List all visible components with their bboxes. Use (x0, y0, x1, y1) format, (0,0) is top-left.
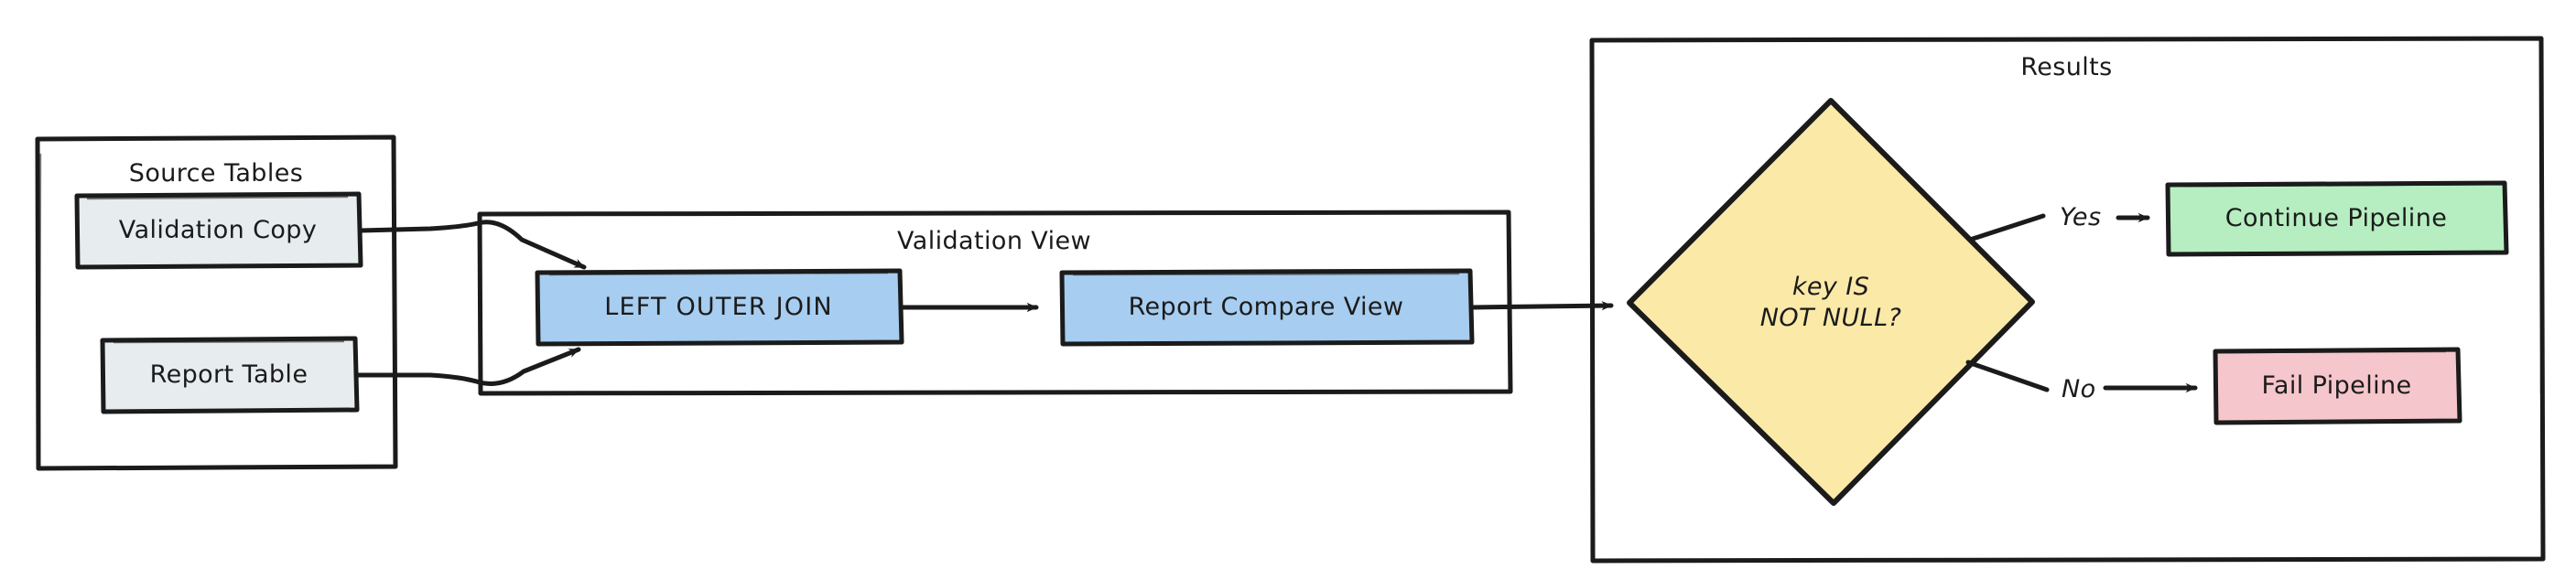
node-shape-report-table[interactable] (100, 336, 360, 414)
node-fail-pipeline[interactable] (2213, 349, 2460, 423)
edge-decision-no (1965, 360, 2198, 393)
node-shape-fail-pipeline[interactable] (2213, 347, 2462, 425)
node-validation-copy[interactable] (75, 194, 361, 267)
node-shape-report-compare-view[interactable] (1059, 268, 1475, 347)
node-report-table[interactable] (101, 338, 357, 412)
edge-label-yes: Yes (2060, 203, 2102, 231)
node-report-compare-view[interactable] (1060, 271, 1472, 344)
node-shape-validation-copy[interactable] (74, 191, 363, 270)
edge-decision-yes (1967, 212, 2150, 242)
edge-label-no: No (2062, 375, 2096, 403)
group-title-results: Results (2020, 53, 2113, 81)
node-continue-pipeline[interactable] (2166, 183, 2506, 254)
group-title-validation-view: Validation View (897, 227, 1091, 255)
edge-compare-view-to-decision (1469, 300, 1614, 311)
edge-report-table-to-join (354, 347, 581, 386)
node-shape-continue-pipeline[interactable] (2165, 180, 2509, 257)
group-title-source-tables: Source Tables (128, 159, 304, 188)
group-validation-view (477, 209, 1513, 396)
node-left-outer-join[interactable] (536, 271, 902, 344)
edge-validation-copy-to-join (358, 220, 587, 270)
node-shape-left-outer-join[interactable] (535, 268, 904, 347)
node-shape-key-is-not-null[interactable] (1627, 98, 2035, 506)
node-key-is-not-null-decision[interactable] (1694, 206, 1968, 398)
